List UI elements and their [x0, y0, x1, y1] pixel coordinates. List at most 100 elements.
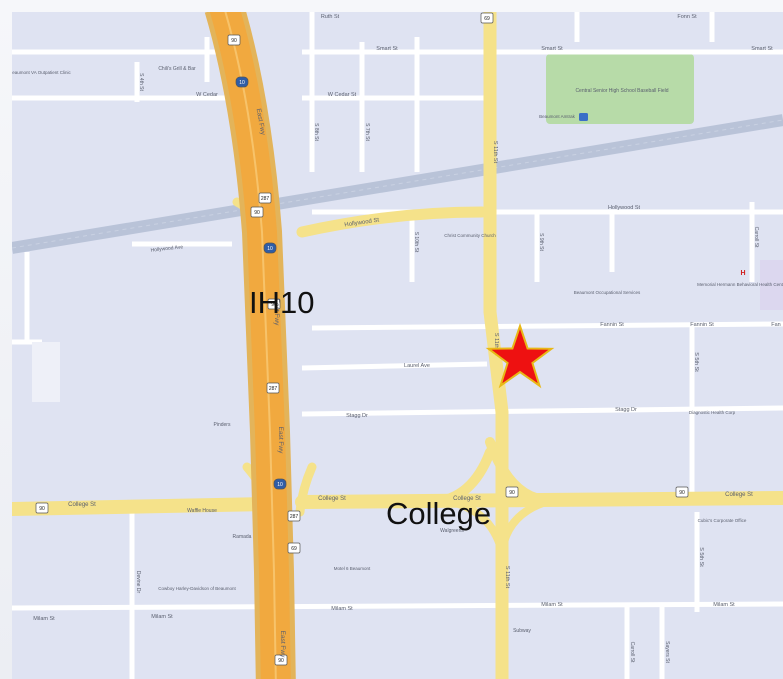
college-label: College [386, 496, 492, 531]
shield-number: 90 [509, 490, 515, 496]
street-label-college-w: College St [68, 502, 96, 508]
place-label-pinders: Pinders [214, 422, 231, 428]
place-label-cowboy: Cowboy Harley-Davidson of Beaumont [158, 586, 236, 591]
us-route-shield-icon: 69 [480, 12, 494, 24]
us-route-shield-icon: 90 [505, 486, 519, 498]
street-label-s-5th: S 5th St [693, 352, 699, 372]
street-label-sayers: Sayers St [664, 641, 670, 663]
street-label-smart-a: Smart St [376, 46, 398, 52]
place-label-walgreens: Walgreens [440, 528, 464, 534]
street-label-east-fwy-2: East Fwy [273, 299, 280, 326]
interstate-shield-icon: 10 [263, 242, 277, 254]
block-1 [32, 342, 60, 402]
place-label-christ-church: Christ Community Church [444, 233, 496, 238]
ramp-se [295, 462, 317, 517]
street-label-east-fwy-3: East Fwy [277, 427, 284, 454]
college-st-west [12, 497, 274, 516]
shield-number: 69 [291, 546, 297, 552]
place-label-memorial: Memorial Hermann Behavioral Health Cente… [697, 282, 783, 287]
us-route-shield-icon: 69 [287, 542, 301, 554]
street-label-east-fwy-4: East Fwy [279, 631, 286, 658]
place-label-beaumont-amtrak: Beaumont Amtrak [539, 114, 576, 119]
street-fannin-line [311, 321, 783, 331]
hospital-icon: H [740, 270, 745, 277]
us-route-shield-icon: 90 [35, 502, 49, 514]
place-label-motel6: Motel 6 Beaumont [334, 566, 371, 571]
street-label-vi-cedar: W Cedar St [328, 92, 357, 98]
us-route-shield-icon: 90 [274, 654, 288, 666]
street-label-fannin: Fannin St [600, 322, 624, 328]
us-route-shield-icon: 287 [258, 192, 272, 204]
street-label-milam-c: Milam St [331, 606, 353, 612]
street-label-milam-e: Milam St [713, 602, 735, 608]
place-label-central-hs: Central Senior High School Baseball Fiel… [575, 88, 668, 94]
street-label-ruth: Ruth St [321, 14, 340, 20]
location-star-icon[interactable] [485, 322, 555, 389]
shield-number: 90 [278, 658, 284, 664]
street-label-milam-m: Milam St [541, 602, 563, 608]
street-label-fannin-e: Fannin St [690, 322, 714, 328]
street-label-s-5th-b: S 5th St [698, 547, 704, 567]
shield-number: 69 [484, 16, 490, 22]
street-label-fannin-top: Fonn St [677, 14, 697, 20]
shield-number: 10 [239, 80, 245, 86]
place-label-ramada: Ramada [233, 534, 252, 540]
street-label-laurel: Laurel Ave [404, 363, 430, 369]
place-label-waffle: Waffle House [187, 508, 217, 514]
shield-number: 287 [261, 196, 270, 202]
amtrak-icon [579, 113, 588, 121]
street-label-hollywood: Hollywood St [344, 218, 380, 229]
us-route-shield-icon: 90 [675, 486, 689, 498]
street-label-s-9th: S 9th St [538, 233, 544, 251]
street-label-s-11th-1: S 11th St [492, 141, 498, 164]
us-route-shield-icon: 90 [267, 298, 281, 310]
street-label-fannin-edge: Fan [771, 322, 780, 328]
street-label-stagg-e: Stagg Dr [615, 407, 637, 413]
street-label-stagg-w: Stagg Dr [346, 413, 368, 419]
shield-number: 90 [39, 506, 45, 512]
hollywood-st-major [296, 206, 488, 238]
interchange-ramp-w [427, 447, 495, 507]
memorial-block [760, 260, 783, 310]
us-route-shield-icon: 90 [227, 34, 241, 46]
street-label-s-11th-3: S 11th St [504, 566, 510, 589]
street-label-college-e: College St [725, 492, 753, 498]
street-label-milam-w: Milam St [33, 616, 55, 622]
interstate-shield-icon: 10 [235, 76, 249, 88]
street-label-s-7th: S 7th St [364, 123, 370, 141]
street-laurel-line [301, 361, 488, 371]
street-label-devine: Devine Dr [135, 571, 141, 594]
street-label-east-fwy-1: East Fwy [255, 108, 267, 136]
street-label-smart-b: Smart St [541, 46, 563, 52]
shield-number: 10 [277, 482, 283, 488]
street-label-cedar-n: Carroll St [629, 642, 635, 663]
railway-ties [12, 119, 783, 249]
ih10-label: IH10 [249, 285, 315, 320]
street-label-smart-c: Smart St [751, 46, 773, 52]
small-labels: Ruth St Fonn St Smart St Smart St Smart St W … [12, 14, 783, 663]
street-stagg-line [301, 405, 783, 417]
street-label-milam-w2: Milam St [151, 614, 173, 620]
place-label-subway: Subway [513, 628, 531, 634]
place-label-beaumont-occ: Beaumont Occupational Services [574, 290, 641, 295]
street-label-w-cedar: W Cedar [196, 92, 218, 98]
street-label-carroll: Carroll St [753, 227, 759, 248]
street-label-s-11th-2: S 11th St [493, 333, 499, 356]
shield-number: 90 [231, 38, 237, 44]
us-route-shield-icon: 287 [266, 382, 280, 394]
street-milam-line [12, 601, 783, 611]
place-label-beaumont-va: Beaumont VA Outpatient Clinic [12, 70, 71, 75]
street-label-s-8th: S 8th St [313, 123, 319, 141]
place-label-chilis: Chili's Grill & Bar [158, 66, 196, 72]
street-label-s-10th: S 10th St [413, 232, 419, 253]
baseball-field-park [546, 54, 694, 124]
street-label-hollywood-e: Hollywood St [608, 205, 641, 211]
shield-number: 10 [267, 246, 273, 252]
interstate-shield-icon: 10 [273, 478, 287, 490]
street-label-college-m: College St [453, 496, 481, 502]
street-label-college-c: College St [318, 496, 346, 502]
